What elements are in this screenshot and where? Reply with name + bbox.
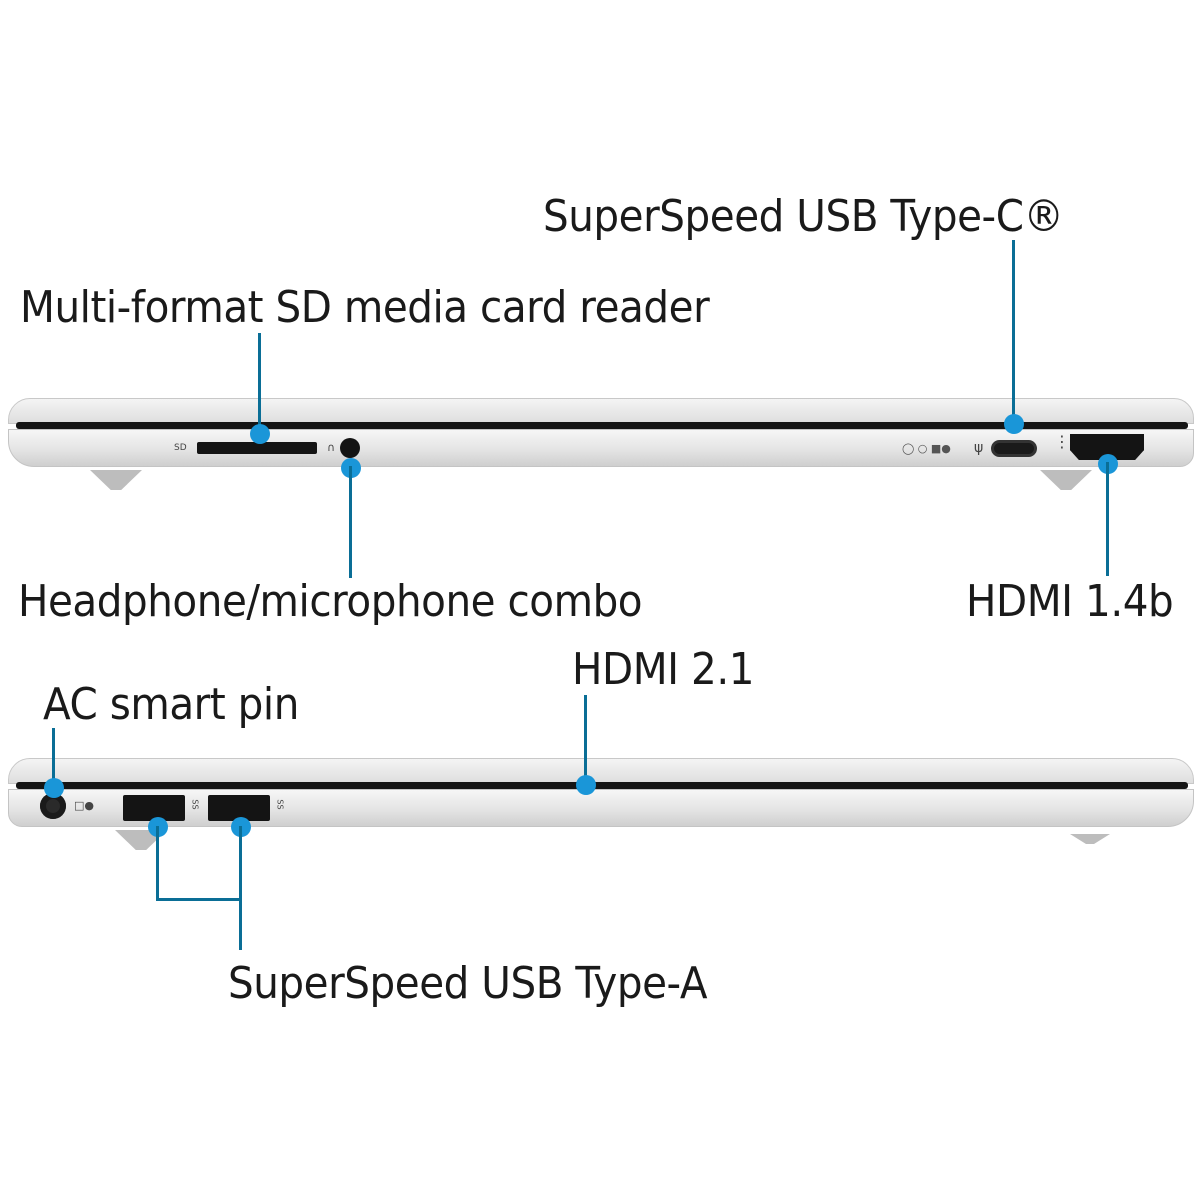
sd-card-slot (197, 442, 317, 454)
power-indicator-icon: □● (74, 799, 94, 812)
callout-dot (1004, 414, 1024, 434)
callout-line (1012, 240, 1015, 422)
hdmi-symbol-icon: ⋮ (1054, 432, 1070, 451)
callout-dot (44, 778, 64, 798)
callout-line (349, 466, 352, 578)
rubber-foot (1070, 834, 1110, 844)
status-led-icons: ◯ ○ ■● (902, 442, 951, 455)
label-usb-type-a: SuperSpeed USB Type-A (228, 958, 708, 1009)
label-hdmi-2-1: HDMI 2.1 (572, 644, 755, 695)
usb-symbol-icon: ψ (974, 440, 984, 456)
callout-line (156, 826, 159, 900)
callout-line (584, 695, 587, 783)
headphone-jack (340, 438, 360, 458)
label-ac-smart-pin: AC smart pin (43, 679, 299, 730)
usb-a-port-1 (123, 795, 185, 821)
callout-line (239, 826, 242, 950)
callout-line (52, 728, 55, 786)
callout-dot (250, 424, 270, 444)
label-hdmi-1-4b: HDMI 1.4b (966, 576, 1174, 627)
headphone-icon: ∩ (327, 441, 336, 454)
lid-seam (16, 422, 1188, 429)
label-headphone-combo: Headphone/microphone combo (18, 576, 643, 627)
rubber-foot (90, 470, 142, 490)
lid-seam (16, 782, 1188, 789)
callout-line (156, 898, 242, 901)
label-sd-card-reader: Multi-format SD media card reader (20, 282, 710, 333)
ss-mark: SS (190, 799, 200, 810)
rubber-foot (1040, 470, 1092, 490)
sd-mark: SD (174, 443, 187, 453)
laptop-lid (8, 758, 1194, 784)
callout-line (1106, 462, 1109, 576)
laptop-side-view-bottom (8, 758, 1194, 828)
callout-line (258, 333, 261, 433)
laptop-base (8, 789, 1194, 827)
callout-dot (576, 775, 596, 795)
ss-mark: SS (275, 799, 285, 810)
usb-c-port (991, 440, 1037, 457)
label-usb-type-c: SuperSpeed USB Type-C® (543, 191, 1064, 242)
usb-a-port-2 (208, 795, 270, 821)
